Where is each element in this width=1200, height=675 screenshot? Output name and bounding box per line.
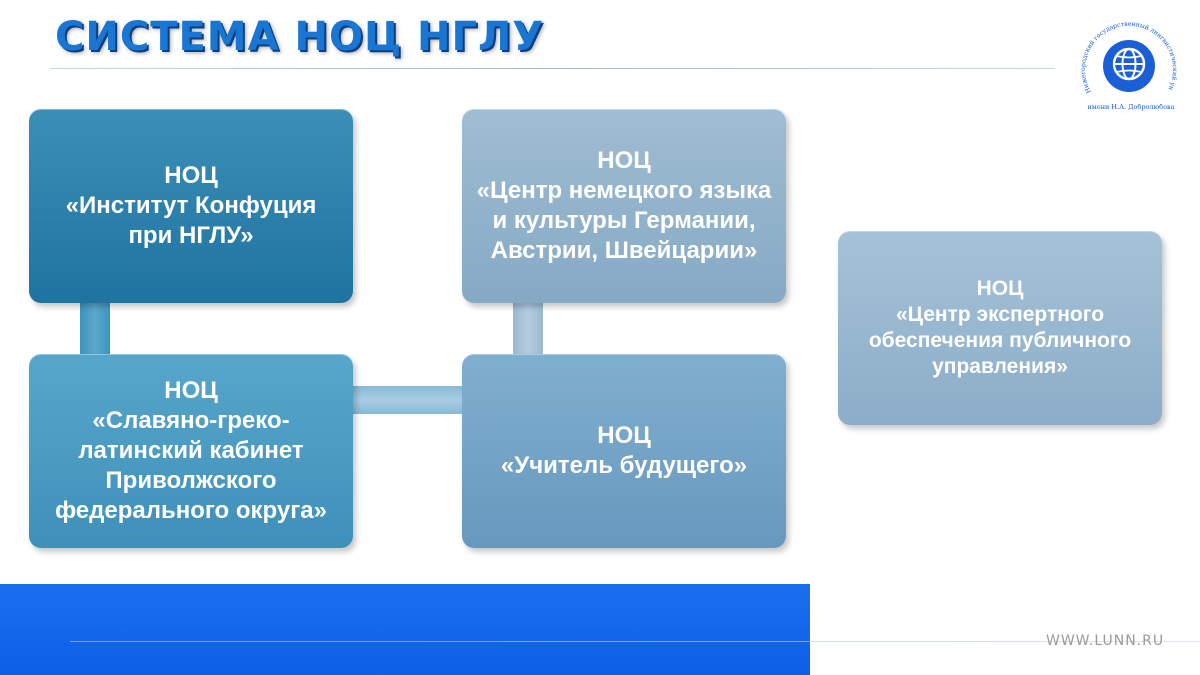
- logo-bottom-text: имени Н.А. Добролюбова: [1087, 103, 1174, 111]
- connector-confucius-slavic: [80, 302, 110, 356]
- noc-box-label: НОЦ: [597, 422, 651, 449]
- noc-box-name: «Учитель будущего»: [500, 452, 748, 479]
- noc-box-label: НОЦ: [164, 377, 218, 404]
- noc-box-label: НОЦ: [164, 162, 218, 189]
- connector-german-teacher: [513, 302, 543, 356]
- globe-icon: [1103, 40, 1155, 92]
- connector-slavic-teacher: [352, 386, 464, 414]
- noc-box-name: «Центр немецкого языка и культуры Герман…: [476, 177, 772, 264]
- footer-band: [0, 584, 810, 675]
- noc-box-label: НОЦ: [597, 147, 651, 174]
- noc-box-name: «Центр экспертного обеспечения публичног…: [868, 303, 1132, 378]
- title-divider: [50, 68, 1055, 69]
- noc-box-expert: НОЦ «Центр экспертного обеспечения публи…: [838, 231, 1162, 425]
- footer-divider: [70, 641, 1200, 642]
- noc-box-german: НОЦ «Центр немецкого языка и культуры Ге…: [462, 109, 786, 303]
- noc-box-slavic: НОЦ «Славяно-греко-латинский кабинет При…: [29, 354, 353, 548]
- university-logo: Нижегородский государственный лингвистич…: [1073, 8, 1178, 111]
- page-title: СИСТЕМА НОЦ НГЛУ: [55, 14, 545, 60]
- noc-box-confucius: НОЦ «Институт Конфуция при НГЛУ»: [29, 109, 353, 303]
- noc-box-name: «Славяно-греко-латинский кабинет Приволж…: [55, 407, 327, 524]
- noc-box-label: НОЦ: [976, 277, 1024, 300]
- noc-box-teacher: НОЦ «Учитель будущего»: [462, 354, 786, 548]
- website-url[interactable]: WWW.LUNN.RU: [1046, 633, 1165, 649]
- noc-box-name: «Институт Конфуция при НГЛУ»: [65, 192, 317, 249]
